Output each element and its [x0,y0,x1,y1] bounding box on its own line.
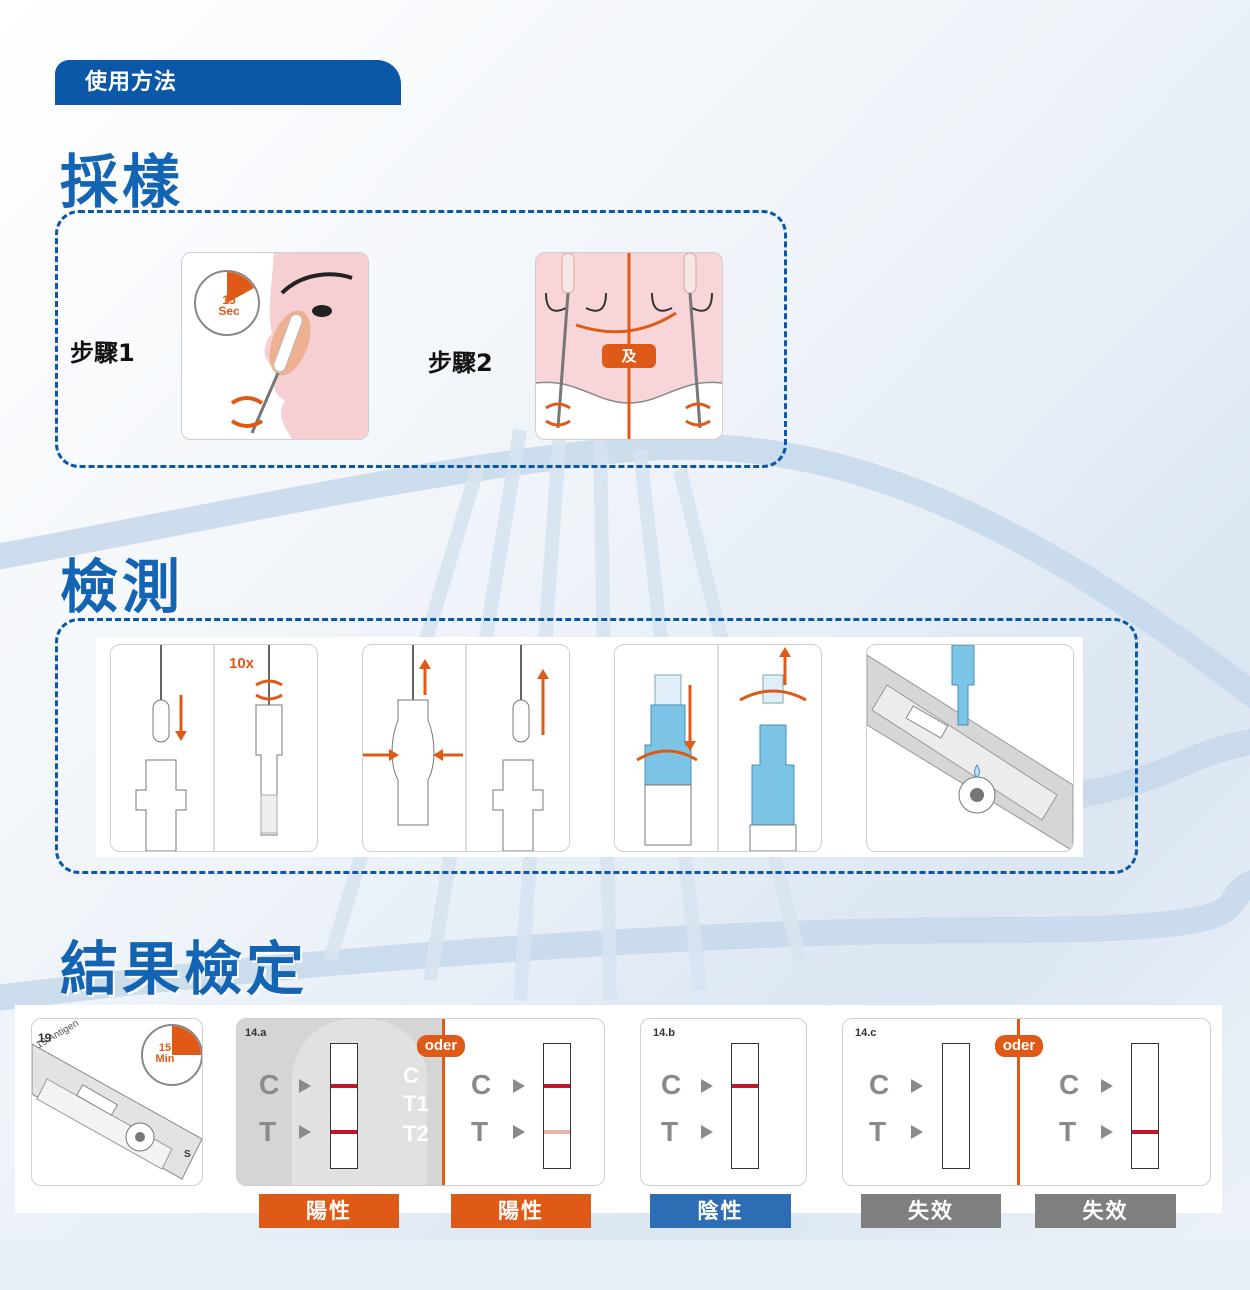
cassette-number: 19 [38,1031,52,1045]
cassette-icon [32,1024,202,1180]
oder-divider [1017,1019,1020,1185]
c-arrow-icon-2 [1101,1079,1113,1093]
c-label: C [661,1069,682,1100]
result-title: 結果檢定 [60,935,309,1003]
highlight-shape [292,1019,427,1185]
timer-value: 15 [222,293,236,307]
drop-sample-icon [867,645,1073,851]
result-card-14a: 14.a oder C T C T1 T2 C T [236,1018,605,1186]
and-badge: 及 [602,344,656,368]
cap-nozzle-icon [636,645,807,851]
t1-label: T1 [403,1091,429,1116]
t-label-2: T [1059,1116,1077,1147]
control-line-2 [544,1084,570,1088]
result-card-14b: 14.b C T [640,1018,807,1186]
test-strip [731,1043,759,1169]
test-strip [330,1043,358,1169]
testing-panel-1: 10x [110,644,318,852]
testing-panel-2 [362,644,570,852]
t-label: T [869,1116,887,1147]
result-label-invalid-2: 失效 [1035,1194,1176,1228]
c-arrow-icon [701,1079,713,1093]
t-label: T [661,1116,679,1147]
sampling-box [55,210,787,468]
card-id: 14.a [245,1027,267,1039]
test-strip-2 [1131,1043,1159,1169]
control-line [732,1084,758,1088]
oder-pill: oder [995,1035,1043,1057]
t2-label: T2 [403,1121,429,1146]
nose-swab-icon [230,253,368,439]
c-label-2: C [1059,1069,1080,1100]
card-id: 14.c [855,1027,877,1039]
test-line [1132,1130,1158,1134]
testing-box [55,618,1138,874]
c-arrow-icon-2 [513,1079,525,1093]
sampling-title: 採樣 [60,148,185,216]
oder-pill: oder [417,1035,465,1057]
test-strip [942,1043,970,1169]
swab-insert-icon [135,645,283,851]
c-label: C [259,1069,280,1100]
result-card-14c: 14.c oder C T C T [842,1018,1211,1186]
t-arrow-icon [911,1125,923,1139]
result-label-positive-1: 陽性 [259,1194,399,1228]
stopwatch-icon [194,270,260,336]
faint-test-line [544,1130,570,1134]
t-arrow-icon-2 [513,1125,525,1139]
testing-panel-4 [866,644,1074,852]
c-label-ghost: C [403,1063,419,1088]
t-label-2: T [471,1116,489,1147]
timer-unit: Sec [218,304,240,318]
card-id: 14.b [653,1027,676,1039]
c-arrow-icon [911,1079,923,1093]
timer-text: 15 Sec [212,293,246,318]
t-label: T [259,1116,277,1147]
step2-label: 步驟2 [428,349,493,377]
squeeze-tube-icon [363,645,549,851]
result-label-positive-2: 陽性 [451,1194,591,1228]
control-line [331,1084,357,1088]
step2-illustration: 及 [535,252,723,440]
cassette-s-mark: S [184,1149,191,1160]
result-timer-value: 15 [158,1042,172,1054]
c-arrow-icon [299,1079,311,1093]
result-label-negative: 陰性 [650,1194,791,1228]
test-strip-2 [543,1043,571,1169]
result-timer-text: 15 Min [150,1043,180,1065]
test-line [331,1130,357,1134]
step1-label: 步驟1 [70,339,135,367]
t-arrow-icon-2 [1101,1125,1113,1139]
count-label: 10x [229,655,255,672]
testing-title: 檢測 [60,553,185,621]
t-arrow-icon [701,1125,713,1139]
c-label: C [869,1069,890,1100]
step1-illustration: 15 Sec [181,252,369,440]
result-device: 15 Min 19 Antigen 19 S [31,1018,203,1186]
testing-panel-3 [614,644,822,852]
t-arrow-icon [299,1125,311,1139]
oder-divider [442,1019,445,1185]
result-label-invalid-1: 失效 [861,1194,1001,1228]
c-label-2: C [471,1069,492,1100]
result-timer-unit: Min [155,1053,175,1065]
section-tab: 使用方法 [55,60,401,105]
